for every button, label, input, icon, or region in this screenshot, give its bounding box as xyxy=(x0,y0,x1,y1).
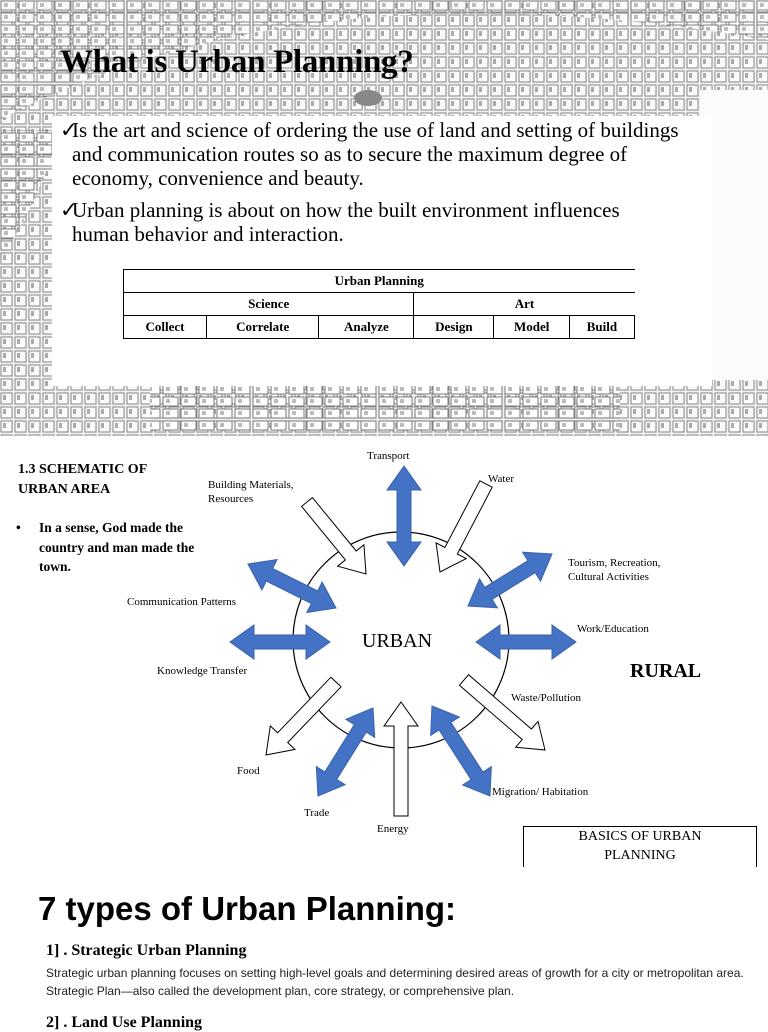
label-migration: Migration/ Habitation xyxy=(492,786,589,798)
arrow-tourism xyxy=(467,551,553,609)
strategic-heading: 1] . Strategic Urban Planning xyxy=(46,942,247,959)
arrow-energy xyxy=(383,701,419,817)
schematic-heading: 1.3 SCHEMATIC OF URBAN AREA xyxy=(18,460,147,500)
heading-line: 1.3 SCHEMATIC OF xyxy=(18,462,148,477)
table-cell: Collect xyxy=(123,315,207,339)
arrow-food xyxy=(265,676,342,756)
table-group-art: Art xyxy=(413,292,635,316)
table-header: Urban Planning xyxy=(123,269,635,293)
urban-schematic-diagram xyxy=(229,465,577,817)
quote-bullet: • In a sense, God made the country and m… xyxy=(16,518,196,577)
slide-schematic-urban-area: 1.3 SCHEMATIC OF URBAN AREA • In a sense… xyxy=(0,440,768,867)
definition-text: Is the art and science of ordering the u… xyxy=(72,118,679,190)
heading-line: URBAN AREA xyxy=(18,482,111,497)
arrow-migration xyxy=(430,705,492,797)
next-heading: 2] . Land Use Planning xyxy=(46,1014,203,1031)
label-water: Water xyxy=(488,473,514,485)
arrow-water xyxy=(435,480,493,573)
definition-list: ✓ Is the art and science of ordering the… xyxy=(60,118,680,254)
definition-text: Urban planning is about on how the built… xyxy=(72,198,620,246)
table-group-science: Science xyxy=(122,292,415,316)
label-energy: Energy xyxy=(377,823,409,835)
slide-what-is-urban-planning: What is Urban Planning? ✓ Is the art and… xyxy=(0,0,768,436)
label-transport: Transport xyxy=(367,450,410,462)
label-tourism: Tourism, Recreation,Cultural Activities xyxy=(568,557,661,583)
checkmark-icon: ✓ xyxy=(60,118,78,142)
slide-title: What is Urban Planning? xyxy=(60,44,414,80)
label-communication: Communication Patterns xyxy=(127,596,237,608)
label-food: Food xyxy=(237,765,260,777)
urban-label: URBAN xyxy=(362,630,433,652)
bullet-icon: • xyxy=(16,520,21,535)
arrow-work xyxy=(475,624,577,660)
slide-types-of-urban-planning: 7 types of Urban Planning: 1] . Strategi… xyxy=(0,870,768,1031)
table-cell: Correlate xyxy=(205,315,320,339)
arrow-waste xyxy=(458,673,546,751)
arrow-trade xyxy=(315,707,376,797)
checkmark-icon: ✓ xyxy=(60,198,78,222)
label-building-materials: Building Materials,Resources xyxy=(208,479,294,505)
quote-text: In a sense, God made the country and man… xyxy=(39,520,195,574)
list-item: ✓ Urban planning is about on how the bui… xyxy=(60,198,680,246)
arrow-knowledge xyxy=(229,624,331,660)
list-item: ✓ Is the art and science of ordering the… xyxy=(60,118,680,190)
types-title: 7 types of Urban Planning: xyxy=(38,890,457,927)
science-art-table: Urban Planning Science Art Collect Corre… xyxy=(122,269,636,339)
rural-label: RURAL xyxy=(630,660,702,682)
basics-line: PLANNING xyxy=(604,848,676,863)
table-cell: Analyze xyxy=(318,315,415,339)
arrow-group xyxy=(229,465,577,817)
arrow-building xyxy=(300,496,367,575)
arrow-transport xyxy=(386,465,422,567)
table-cell: Design xyxy=(413,315,495,339)
content-panel xyxy=(52,116,712,386)
label-knowledge-transfer: Knowledge Transfer xyxy=(157,665,248,677)
arrow-communication xyxy=(247,558,337,614)
table-cell: Build xyxy=(568,315,636,339)
label-work-education: Work/Education xyxy=(577,623,649,635)
basics-box: BASICS OF URBAN PLANNING xyxy=(523,826,757,867)
table-cell: Model xyxy=(493,315,570,339)
label-trade: Trade xyxy=(304,807,330,819)
strategic-paragraph: Strategic urban planning focuses on sett… xyxy=(46,966,744,998)
basics-line: BASICS OF URBAN xyxy=(578,829,702,844)
label-waste-pollution: Waste/Pollution xyxy=(511,692,582,704)
